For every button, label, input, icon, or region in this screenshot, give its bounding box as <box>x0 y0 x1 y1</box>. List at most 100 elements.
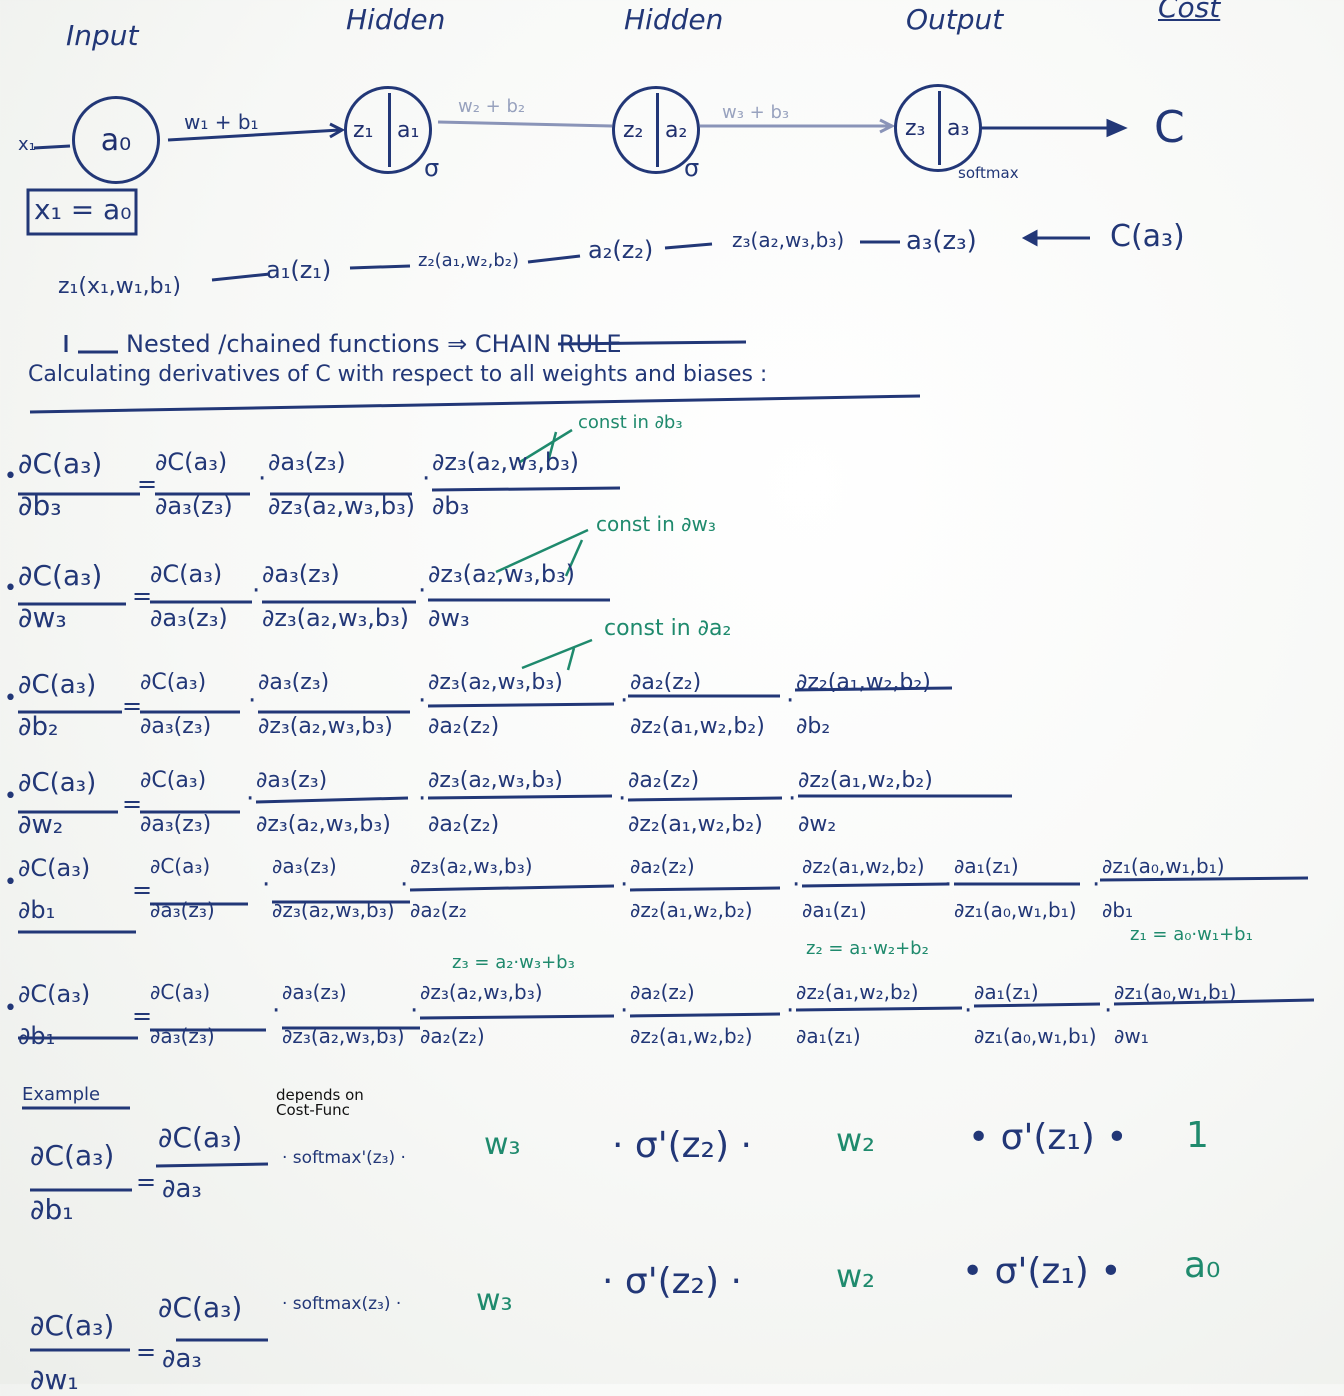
equals-sign: = <box>132 1002 153 1030</box>
times-dot: · <box>418 576 427 606</box>
example-term: · softmax(z₃) · <box>282 1294 402 1314</box>
factor-numerator: ∂a₂(z₂) <box>628 768 700 793</box>
lhs-numerator: ∂C(a₃) <box>18 559 103 592</box>
factor-numerator: ∂z₃(a₂,w₃,b₃) <box>428 670 563 695</box>
factor-numerator: ∂z₁(a₀,w₁,b₁) <box>1102 854 1225 878</box>
factor-denominator: ∂z₁(a₀,w₁,b₁) <box>954 898 1077 922</box>
times-dot: · <box>618 784 627 814</box>
times-dot: · <box>786 996 795 1026</box>
factor-numerator: ∂z₁(a₀,w₁,b₁) <box>1114 980 1237 1004</box>
header-input: Input <box>66 19 139 52</box>
times-dot: · <box>788 784 797 814</box>
factor-denominator: ∂b₃ <box>432 492 470 520</box>
lhs-numerator: ∂C(a₃) <box>18 980 91 1008</box>
times-dot: · <box>944 870 953 900</box>
times-dot: · <box>792 870 801 900</box>
example-term: 1 <box>1186 1115 1209 1156</box>
example-f1-denominator: ∂a₃ <box>162 1344 202 1374</box>
equals-sign: = <box>136 1338 157 1366</box>
equals-sign: = <box>132 876 153 904</box>
factor-numerator: ∂z₃(a₂,w₃,b₃) <box>410 854 533 878</box>
example-term: w₃ <box>476 1283 513 1318</box>
output-node: z₃ a₃ <box>894 84 982 172</box>
hidden1-z: z₁ <box>353 117 374 143</box>
chain-z3: z₃(a₂,w₃,b₃) <box>732 228 845 252</box>
example-f1-numerator: ∂C(a₃) <box>158 1121 243 1154</box>
output-z: z₃ <box>905 115 926 141</box>
times-dot: · <box>258 464 267 494</box>
note-z3-def: z₃ = a₂·w₃+b₃ <box>452 952 575 973</box>
times-dot: · <box>1092 870 1101 900</box>
example-lhs-numerator: ∂C(a₃) <box>30 1309 115 1342</box>
factor-numerator: ∂z₃(a₂,w₃,b₃) <box>428 560 576 588</box>
hidden2-node: z₂ a₂ <box>612 86 700 174</box>
example-lhs-numerator: ∂C(a₃) <box>30 1139 115 1172</box>
factor-numerator: ∂a₃(z₃) <box>258 670 330 695</box>
factor-numerator: ∂a₃(z₃) <box>282 980 347 1004</box>
equals-sign: = <box>136 1168 157 1196</box>
equals-sign: = <box>137 470 158 498</box>
factor-numerator: ∂a₁(z₁) <box>954 854 1019 878</box>
factor-denominator: ∂a₃(z₃) <box>140 812 212 837</box>
factor-denominator: ∂z₂(a₁,w₂,b₂) <box>630 898 753 922</box>
bullet-dot: • <box>4 784 17 809</box>
times-dot: · <box>1104 996 1113 1026</box>
factor-denominator: ∂a₂(z₂) <box>420 1024 485 1048</box>
example-lhs-denominator: ∂w₁ <box>30 1363 79 1396</box>
factor-denominator: ∂z₂(a₁,w₂,b₂) <box>628 812 763 837</box>
times-dot: · <box>786 686 795 716</box>
lhs-denominator: ∂b₃ <box>18 489 62 522</box>
lhs-numerator: ∂C(a₃) <box>18 768 97 798</box>
factor-denominator: ∂z₃(a₂,w₃,b₃) <box>262 604 410 632</box>
times-dot: · <box>422 464 431 494</box>
factor-numerator: ∂z₂(a₁,w₂,b₂) <box>802 854 925 878</box>
lhs-numerator: ∂C(a₃) <box>18 447 103 480</box>
factor-numerator: ∂a₃(z₃) <box>256 768 328 793</box>
times-dot: · <box>620 870 629 900</box>
bullet-dot: • <box>4 996 17 1021</box>
chain-a2: a₂(z₂) <box>588 236 654 264</box>
input-node-label: a₀ <box>100 122 132 158</box>
factor-denominator: ∂z₂(a₁,w₂,b₂) <box>630 714 765 739</box>
hidden1-activation: σ <box>424 154 440 182</box>
hidden2-z: z₂ <box>623 117 644 143</box>
example-term: · σ'(z₂) · <box>612 1125 752 1166</box>
bullet-dot: • <box>4 870 17 895</box>
example-term: • σ'(z₁) • <box>968 1117 1128 1158</box>
hidden2-a: a₂ <box>665 117 688 143</box>
factor-numerator: ∂C(a₃) <box>155 448 228 476</box>
factor-numerator: ∂C(a₃) <box>150 854 211 878</box>
factor-denominator: ∂a₃(z₃) <box>150 604 228 632</box>
note-depends-on: depends on Cost-Func <box>276 1086 364 1119</box>
edge2-label: w₂ + b₂ <box>458 96 526 117</box>
times-dot: · <box>400 870 409 900</box>
times-dot: · <box>418 686 427 716</box>
factor-numerator: ∂z₂(a₁,w₂,b₂) <box>796 670 931 695</box>
chain-cost: C(a₃) <box>1110 219 1185 254</box>
example-term: • σ'(z₁) • <box>962 1251 1122 1292</box>
times-dot: · <box>252 576 261 606</box>
equals-sign: = <box>122 790 143 818</box>
factor-numerator: ∂z₂(a₁,w₂,b₂) <box>798 768 933 793</box>
example-lhs-denominator: ∂b₁ <box>30 1193 74 1226</box>
factor-numerator: ∂C(a₃) <box>150 560 223 588</box>
nested-note: Nested /chained functions ⇒ CHAIN RULE <box>126 330 622 358</box>
equals-sign: = <box>132 582 153 610</box>
example-term: · softmax'(z₃) · <box>282 1148 406 1168</box>
factor-denominator: ∂w₃ <box>428 604 470 632</box>
bullet-dot: • <box>4 686 17 711</box>
factor-numerator: ∂C(a₃) <box>140 768 207 793</box>
factor-denominator: ∂z₃(a₂,w₃,b₃) <box>258 714 393 739</box>
output-a: a₃ <box>947 115 970 141</box>
factor-denominator: ∂z₃(a₂,w₃,b₃) <box>272 898 395 922</box>
times-dot: · <box>620 996 629 1026</box>
note-const-a2: const in ∂a₂ <box>604 616 732 641</box>
factor-numerator: ∂a₂(z₂) <box>630 854 695 878</box>
example-term: w₂ <box>836 1257 875 1295</box>
factor-denominator: ∂z₂(a₁,w₂,b₂) <box>630 1024 753 1048</box>
lhs-denominator: ∂b₁ <box>18 896 56 924</box>
lhs-denominator: ∂w₃ <box>18 601 67 634</box>
factor-numerator: ∂a₃(z₃) <box>268 448 346 476</box>
factor-numerator: ∂z₃(a₂,w₃,b₃) <box>428 768 563 793</box>
lhs-denominator: ∂b₁ <box>18 1022 56 1050</box>
